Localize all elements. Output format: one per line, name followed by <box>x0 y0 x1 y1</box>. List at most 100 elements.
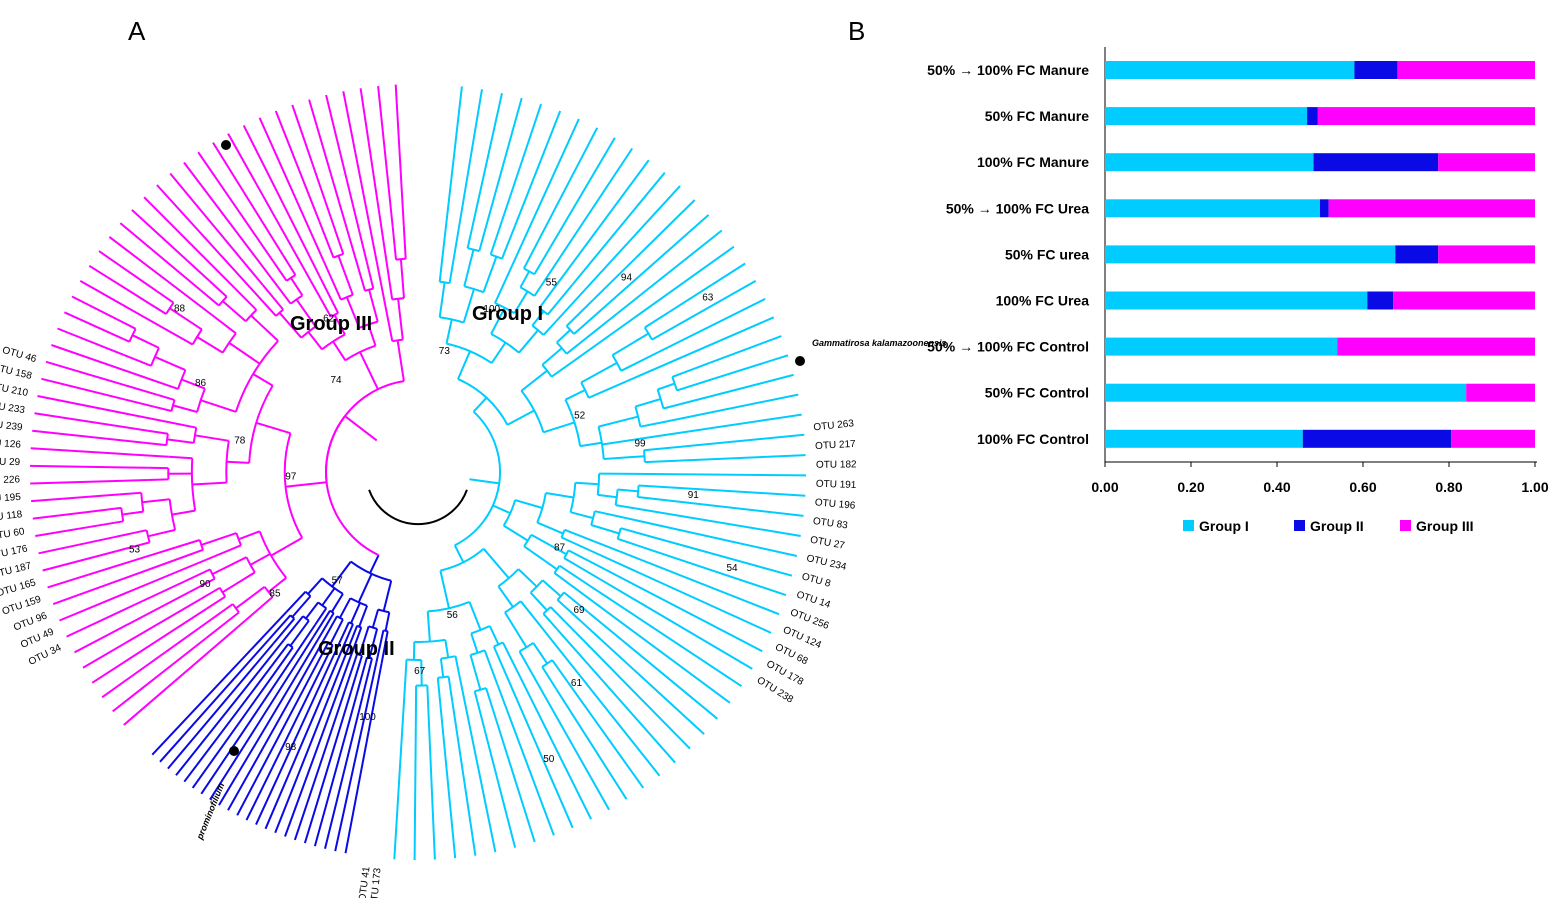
bar-segment-1-group-3 <box>1397 61 1535 79</box>
tree-internal-branch <box>178 548 204 560</box>
tree-internal-branch <box>110 332 130 343</box>
tree-internal-branch <box>322 261 342 301</box>
tree-tip-branch <box>530 672 610 811</box>
tree-internal-branch <box>541 666 558 690</box>
tree-tip-branch <box>561 159 650 277</box>
tree-internal-branch <box>536 521 564 535</box>
tree-tip-branch <box>151 611 288 756</box>
tree-clade-arc <box>538 307 549 316</box>
tree-internal-branch <box>504 611 528 648</box>
bootstrap-value-27: 62 <box>323 313 335 324</box>
tree-tip-branch <box>428 727 436 860</box>
tree-internal-branch <box>541 579 562 597</box>
tree-clade-arc <box>556 341 568 355</box>
tree-tip-branch <box>413 727 417 861</box>
tree-internal-branch <box>146 377 179 390</box>
tree-tip-branch <box>680 373 794 405</box>
tree-internal-branch <box>268 614 292 641</box>
tree-tip-branch <box>313 696 358 847</box>
tree-internal-branch <box>651 324 678 341</box>
tree-internal-branch <box>590 524 620 535</box>
tree-internal-branch <box>563 557 601 581</box>
tree-tip-branch <box>191 669 278 789</box>
tree-internal-branch <box>147 528 176 538</box>
tree-tip-branch <box>496 683 555 836</box>
tree-internal-branch <box>314 607 328 626</box>
tree-clade-arc <box>177 369 187 390</box>
tree-tip-branch <box>242 124 321 277</box>
tree-clade-arc <box>128 328 137 343</box>
tree-tip-branch <box>593 540 780 616</box>
tree-tip-branch <box>212 142 284 256</box>
x-tick-label-2: 0.20 <box>1177 479 1204 495</box>
tree-internal-branch <box>358 605 369 627</box>
tree-clade-arc <box>611 354 622 372</box>
tip-label: OTU 226 <box>0 474 21 486</box>
tree-internal-branch <box>285 481 327 488</box>
tree-internal-branch <box>523 239 540 269</box>
tree-internal-branch <box>488 625 500 645</box>
tree-tip-branch <box>618 472 807 477</box>
tree-tip-branch <box>30 479 148 485</box>
tree-tip-branch <box>483 97 523 233</box>
tree-tip-branch <box>543 147 634 282</box>
tree-internal-branch <box>275 646 294 671</box>
tree-internal-branch <box>482 256 498 293</box>
tree-internal-branch <box>196 336 224 354</box>
tree-clade-arc <box>656 389 665 409</box>
tree-group-2-stem <box>369 554 380 574</box>
category-label-1: 50% → 100% FC Manure <box>927 62 1089 78</box>
tree-internal-branch <box>644 459 680 464</box>
tree-tip-branch <box>291 104 332 218</box>
tree-internal-branch <box>337 255 354 296</box>
tree-internal-branch <box>483 649 499 685</box>
tree-group-label-2: Group II <box>318 638 395 660</box>
tree-clade-arc <box>636 485 640 498</box>
tree-tip-branch <box>589 549 772 634</box>
tree-internal-branch <box>85 506 122 514</box>
tree-internal-branch <box>147 429 169 435</box>
tree-internal-branch <box>345 296 361 329</box>
tree-tip-branch <box>32 511 86 520</box>
tree-clade-arc <box>590 510 596 526</box>
tree-tip-branch <box>41 377 155 408</box>
tree-tip-branch <box>74 591 190 654</box>
tree-internal-branch <box>235 585 266 610</box>
tree-internal-branch <box>221 571 256 594</box>
tree-internal-branch <box>116 318 137 330</box>
tree-internal-branch <box>357 267 366 292</box>
tree-tip-branch <box>439 702 457 859</box>
tree-clade-arc <box>304 590 312 597</box>
bar-segment-3-group-3 <box>1438 153 1535 172</box>
tree-tip-branch <box>453 89 483 257</box>
bootstrap-value-19: 85 <box>269 589 281 600</box>
tip-label: OTU 14 <box>795 589 832 611</box>
tree-tip-branch <box>635 507 801 537</box>
tree-internal-branch <box>520 600 548 634</box>
tree-tip-branch <box>167 642 275 770</box>
tree-tip-branch <box>45 360 158 396</box>
category-label-9: 100% FC Control <box>977 431 1089 447</box>
tree-internal-branch <box>211 314 237 335</box>
tree-tip-branch <box>303 690 353 844</box>
tree-internal-branch <box>205 611 240 639</box>
tree-internal-branch <box>158 324 194 346</box>
tree-clade-arc <box>467 247 480 253</box>
tree-clade-arc <box>321 333 346 351</box>
tree-internal-branch <box>617 488 639 493</box>
tree-internal-branch <box>399 259 405 299</box>
tree-group-23-arc <box>325 415 380 557</box>
tree-internal-branch <box>132 334 160 349</box>
tree-internal-branch <box>457 350 471 380</box>
tree-tip-branch <box>566 681 645 789</box>
tree-internal-branch <box>122 510 144 516</box>
tree-internal-branch <box>329 216 345 255</box>
bootstrap-value-10: 87 <box>554 543 566 554</box>
tree-tip-branch <box>200 624 316 795</box>
tree-internal-branch <box>503 524 529 542</box>
legend-swatch-3 <box>1400 520 1411 531</box>
tree-internal-branch <box>359 351 379 390</box>
tree-tip-branch <box>676 280 757 327</box>
category-label-3: 100% FC Manure <box>977 154 1089 170</box>
tree-internal-branch <box>331 561 352 588</box>
